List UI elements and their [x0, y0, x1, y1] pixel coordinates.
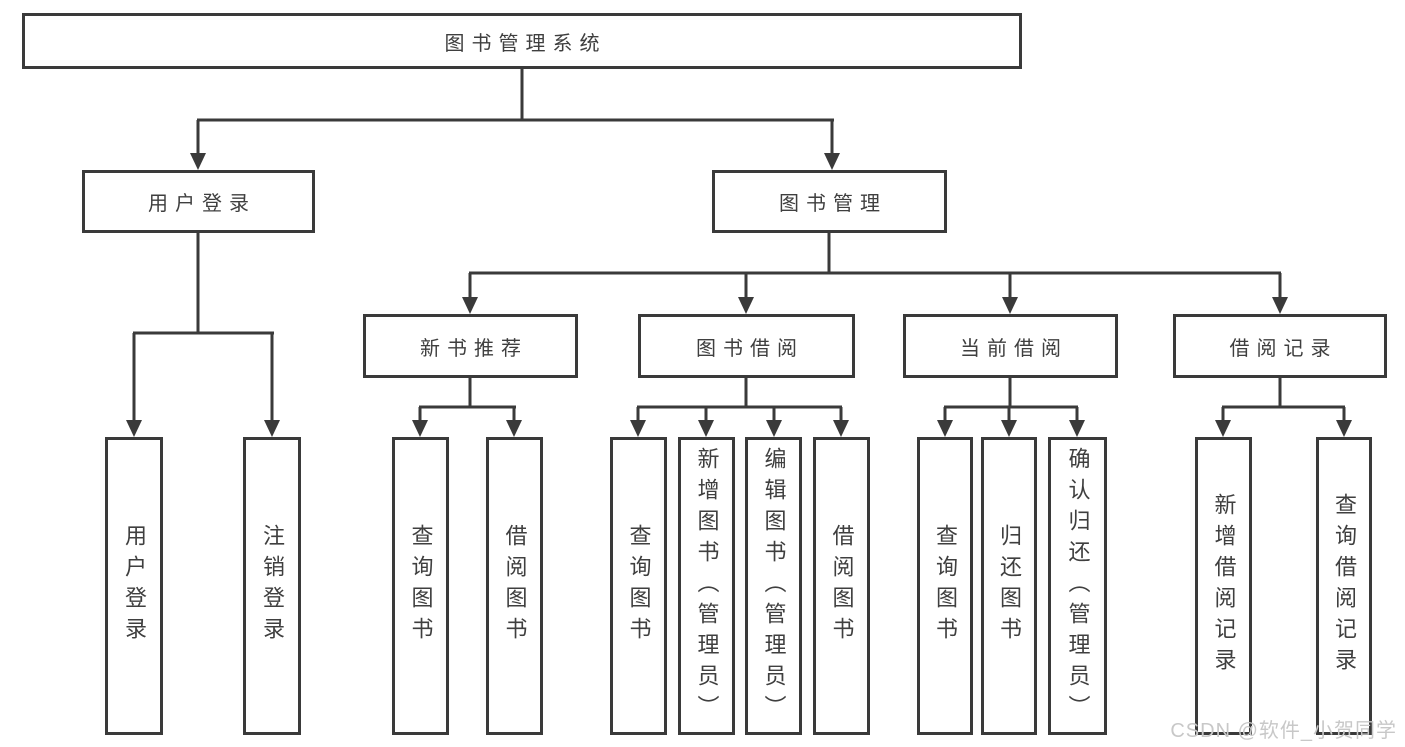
node-borrow-records: 借阅记录	[1173, 314, 1387, 378]
node-user-login: 用户登录	[82, 170, 315, 233]
node-new-book-recommend: 新书推荐	[363, 314, 578, 378]
leaf-add-books-admin: 新增图书（管理员）	[678, 437, 735, 735]
leaf-user-login: 用户登录	[105, 437, 163, 735]
leaf-borrow-query-books: 查询图书	[610, 437, 667, 735]
leaf-return-books: 归还图书	[981, 437, 1037, 735]
leaf-edit-books-admin: 编辑图书（管理员）	[745, 437, 802, 735]
leaf-borrow-books: 借阅图书	[813, 437, 870, 735]
leaf-query-borrow-record: 查询借阅记录	[1316, 437, 1372, 735]
leaf-add-borrow-record: 新增借阅记录	[1195, 437, 1252, 735]
node-root-system: 图书管理系统	[22, 13, 1022, 69]
node-book-borrow: 图书借阅	[638, 314, 855, 378]
node-current-borrow: 当前借阅	[903, 314, 1118, 378]
node-book-management: 图书管理	[712, 170, 947, 233]
csdn-watermark: CSDN @软件_小贺同学	[1170, 720, 1397, 742]
leaf-recommend-borrow-books: 借阅图书	[486, 437, 543, 735]
leaf-current-query-books: 查询图书	[917, 437, 973, 735]
arrowheads	[126, 153, 1352, 437]
leaf-recommend-query-books: 查询图书	[392, 437, 449, 735]
leaf-confirm-return-admin: 确认归还（管理员）	[1048, 437, 1107, 735]
leaf-logout: 注销登录	[243, 437, 301, 735]
